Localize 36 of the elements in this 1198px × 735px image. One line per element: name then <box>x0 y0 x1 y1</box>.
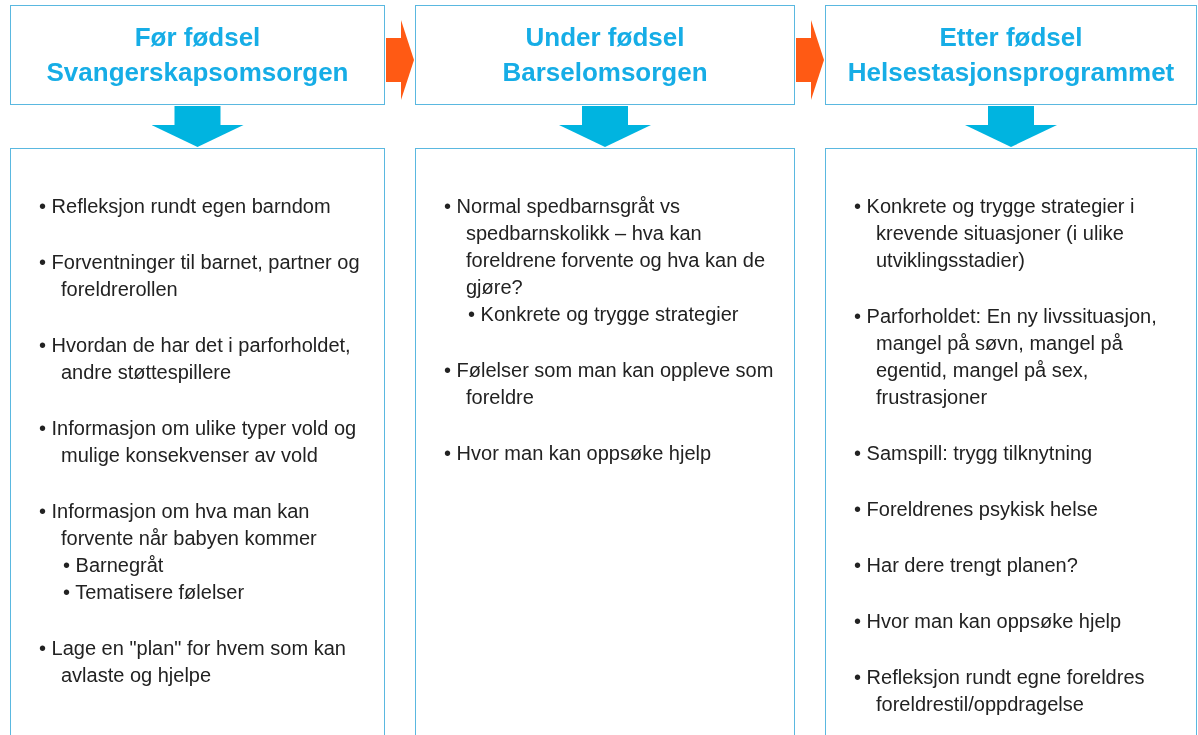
block-arrow <box>965 106 1057 147</box>
stage-header-box <box>415 5 795 105</box>
bullet-point-text: • Informasjon om ulike typer vold og mulige konsekvenser av vold <box>39 416 358 468</box>
block-arrow <box>386 20 414 100</box>
bullet-point-text: • Hvordan de har det i parforholdet, andre støttespillere <box>39 333 352 385</box>
bullet-point-text: • Informasjon om hva man kan forvente når babyen kommer <box>39 499 318 551</box>
bullet-point-text: • Samspill: trygg tilknytning <box>854 441 1094 466</box>
stage-heading: Helsestasjonsprogrammet <box>847 56 1175 89</box>
bullet-point-text: • Foreldrenes psykisk helse <box>854 497 1099 522</box>
bullet-point-text: • Forventninger til barnet, partner og foreldrerollen <box>39 250 361 302</box>
bullet-point-text: • Parforholdet: En ny livssituasjon, mangel på søvn, mangel på egentid, mangel på sex, frustrasjoner <box>854 304 1158 410</box>
bullet-point-text: • Refleksjon rundt egen barndom <box>39 194 332 219</box>
block-arrow <box>796 20 824 100</box>
bullet-point-text: • Normal spedbarnsgråt vs spedbarnskolikk – hva kan foreldrene forvente og hva kan de gjøre? <box>444 194 767 300</box>
bullet-point-text: • Tematisere følelser <box>63 580 246 605</box>
bullet-point-text: • Lage en "plan" for hvem som kan avlaste og hjelpe <box>39 636 347 688</box>
bullet-point-text: • Konkrete og trygge strategier i krevende situasjoner (i ulike utviklingsstadier) <box>854 194 1136 273</box>
stage-heading: Barselomsorgen <box>502 56 708 89</box>
topic-list-panel <box>825 148 1197 735</box>
block-arrow <box>559 106 651 147</box>
stage-heading: Under fødsel <box>525 21 685 54</box>
topic-list-panel <box>10 148 385 735</box>
block-arrow <box>151 106 244 147</box>
stage-heading: Før fødsel <box>134 21 261 54</box>
bullet-point-text: • Hvor man kan oppsøke hjelp <box>854 609 1123 634</box>
topic-list-panel <box>415 148 795 735</box>
bullet-point-text: • Barnegråt <box>63 553 165 578</box>
stage-header-box <box>10 5 385 105</box>
stage-heading: Etter fødsel <box>939 21 1083 54</box>
bullet-point-text: • Refleksjon rundt egne foreldres foreldrestil/oppdragelse <box>854 665 1146 717</box>
stage-header-box <box>825 5 1197 105</box>
bullet-point-text: • Konkrete og trygge strategier <box>468 302 740 327</box>
bullet-point-text: • Følelser som man kan oppleve som foreldre <box>444 358 775 410</box>
bullet-point-text: • Har dere trengt planen? <box>854 553 1079 578</box>
bullet-point-text: • Hvor man kan oppsøke hjelp <box>444 441 713 466</box>
stage-heading: Svangerskapsomsorgen <box>46 56 349 89</box>
